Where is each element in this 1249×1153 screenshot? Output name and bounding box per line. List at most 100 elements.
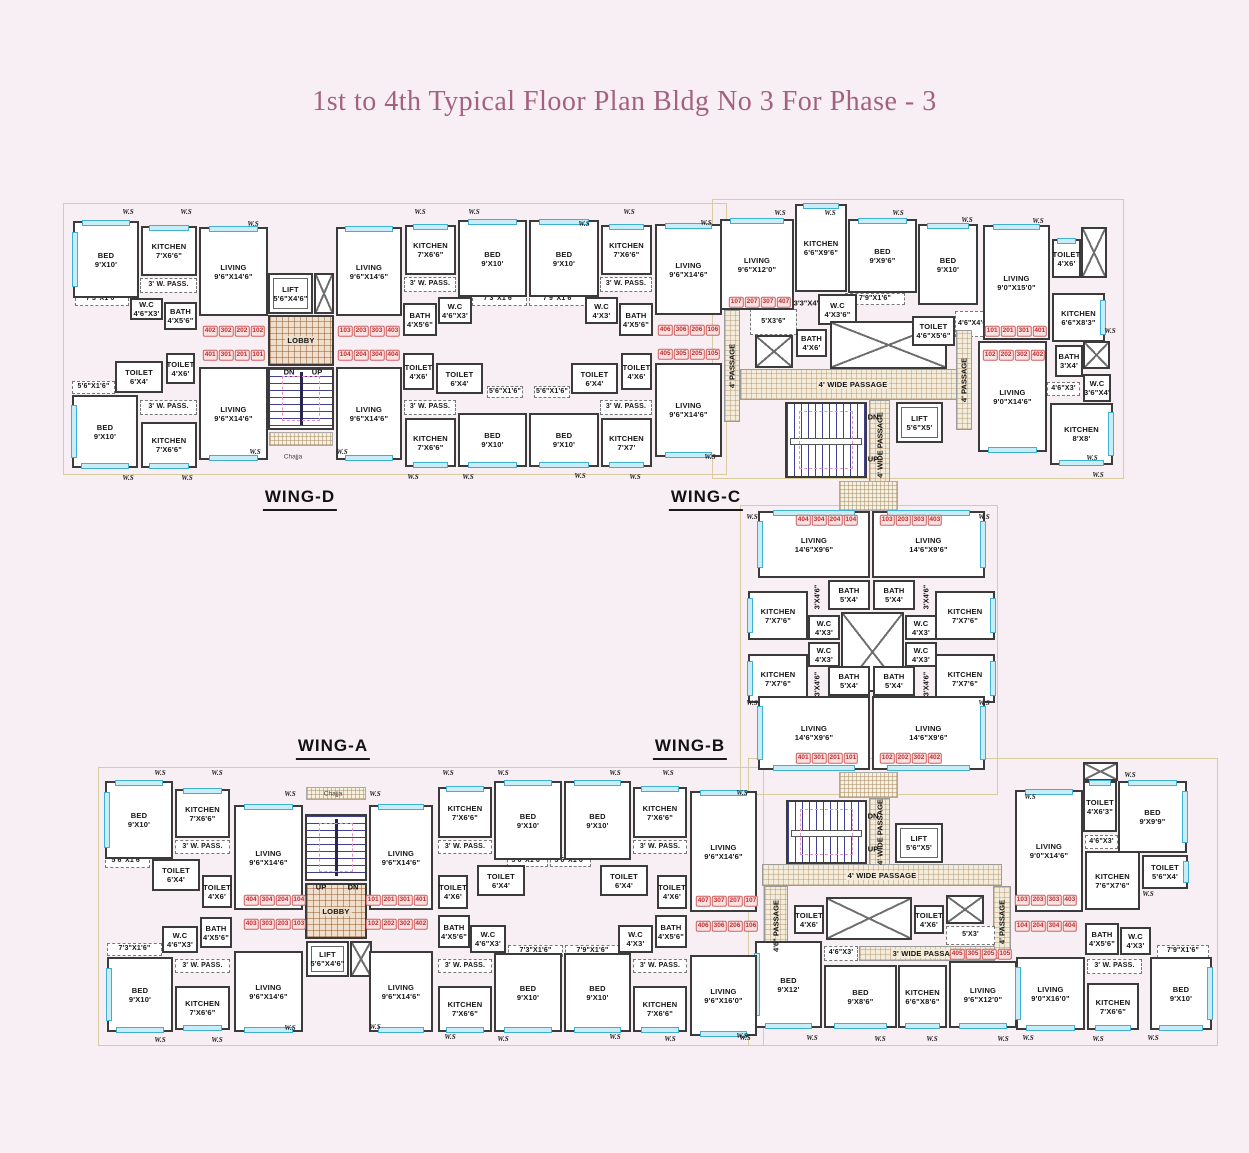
stair-landing	[791, 829, 862, 837]
room-dimension: 6'X4'	[450, 378, 469, 388]
window-strip	[990, 661, 996, 696]
room-label: KITCHEN	[1095, 997, 1131, 1007]
room-dimension: 5'6"X4'6"	[310, 959, 345, 968]
room-dimension: 4'X6'	[208, 891, 226, 901]
room-dimension: 4'X6'	[627, 371, 646, 381]
room-dimension: 9'6"X14'6"	[669, 410, 708, 419]
unit-number: 104	[843, 514, 859, 526]
room-dimension: 7'X6'6"	[189, 1008, 216, 1017]
unit-number: 402	[202, 325, 218, 337]
weather-shade-label: W.S	[892, 209, 904, 217]
room-label: BED	[96, 422, 114, 432]
stair-flight-marker	[282, 376, 320, 421]
unit-number: 201	[381, 894, 397, 906]
window-strip	[81, 463, 129, 469]
weather-shade-label: W.S	[1022, 1034, 1034, 1042]
room-label: BATH	[169, 307, 192, 316]
room-dimension: 9'X10'	[127, 820, 151, 829]
unit-number: 405	[949, 948, 965, 960]
unit-number: 202	[895, 752, 911, 764]
weather-shade-label: W.S	[1147, 1034, 1159, 1042]
room-label: LIVING	[255, 848, 282, 858]
wing-outline	[712, 199, 1124, 479]
unit-number: 305	[965, 948, 981, 960]
unit-number: 401	[413, 894, 429, 906]
unit-number: 103	[337, 325, 353, 337]
unit-number: 403	[1062, 894, 1078, 906]
room-label: BATH	[1091, 930, 1113, 939]
room-dimension: 7'X7'6"	[951, 678, 979, 688]
room-dimension: 4'X5'6"	[167, 316, 194, 325]
room-label: W.C	[480, 930, 496, 939]
room-label: 3' W. PASS.	[639, 842, 681, 850]
room-dimension: 4'X6'	[800, 919, 818, 929]
passage-corridor	[993, 886, 1011, 959]
duct-shaft	[1083, 762, 1118, 781]
room-label: TOILET	[487, 871, 515, 881]
room-dimension: 14'6"X9'6"	[909, 544, 948, 554]
unit-number: 302	[1014, 349, 1030, 361]
room-dimension: 9'6"X14'6"	[214, 271, 253, 281]
room-label: KITCHEN	[447, 803, 483, 813]
window-strip	[208, 226, 259, 232]
window-strip	[573, 1027, 622, 1033]
text-label: 4' WIDE PASSAGE	[875, 412, 885, 478]
room-label: BED	[1144, 808, 1161, 817]
room-dimension: 9'6"X14'6"	[214, 413, 253, 423]
room-dimension: 4'X6'	[920, 919, 938, 929]
unit-number: 105	[997, 948, 1013, 960]
room-label: 5'X3'	[962, 931, 979, 939]
unit-number: 306	[711, 920, 727, 932]
room-label: KITCHEN	[642, 1000, 678, 1009]
room-label: BATH	[660, 922, 682, 932]
unit-number: 205	[689, 348, 705, 360]
room-label: TOILET	[610, 871, 638, 881]
room-label: 5'6"X1'6"	[535, 387, 568, 395]
room-label: BED	[484, 249, 501, 259]
text-label: 3'X4'6"	[812, 584, 822, 610]
room-dimension: 4'X3'	[815, 627, 833, 637]
room-label: BATH	[443, 922, 465, 932]
weather-shade-label: W.S	[468, 208, 480, 216]
room-label: KITCHEN	[151, 436, 187, 445]
room-label: W.C	[172, 930, 188, 940]
room-label: BED	[519, 983, 537, 993]
room-dimension: 9'0"X14'6"	[993, 396, 1032, 406]
window-strip	[1088, 780, 1112, 786]
room-label: KITCHEN	[609, 433, 644, 443]
window-strip	[980, 520, 986, 569]
unit-number: 304	[811, 514, 827, 526]
room-label: BATH	[838, 672, 860, 681]
room-dimension: 7'X6'6"	[646, 812, 674, 822]
room-dimension: 9'X10'	[128, 994, 152, 1004]
weather-shade-label: W.S	[1124, 771, 1136, 779]
room-label: LIFT	[319, 950, 336, 959]
room-dimension: 9'6"X16'0"	[704, 995, 743, 1005]
weather-shade-label: W.S	[824, 209, 836, 217]
room-label: LIVING	[675, 401, 702, 410]
unit-number: 207	[744, 296, 760, 308]
window-strip	[730, 218, 784, 224]
text-label: 3'X4'6"	[921, 671, 931, 697]
unit-number: 402	[413, 918, 429, 930]
